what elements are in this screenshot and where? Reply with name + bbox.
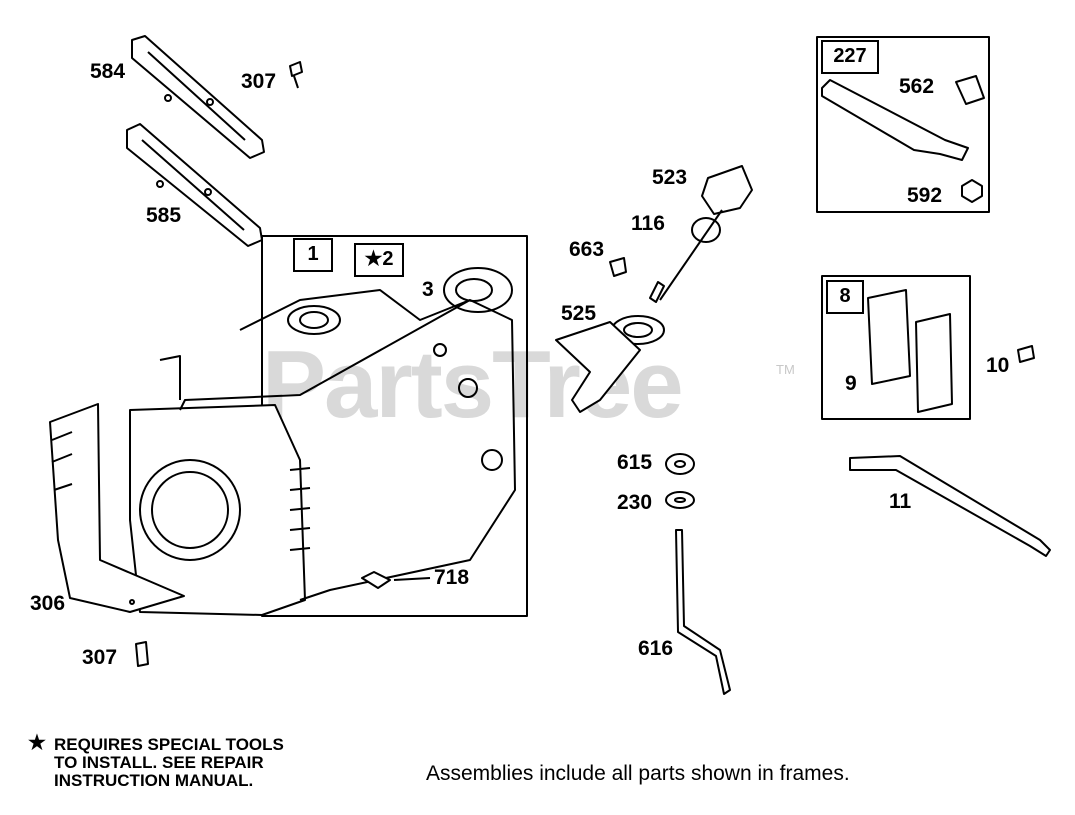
label-307-top: 307 (241, 70, 277, 93)
label-592: 592 (907, 184, 943, 207)
part-116-o-ring (691, 217, 721, 243)
part-307-screw-bottom (135, 641, 149, 667)
label-585: 585 (146, 204, 182, 227)
part-615-grommet (665, 453, 695, 475)
part-718-dowel (361, 571, 431, 589)
star-icon: ★ (28, 732, 46, 754)
label-10: 10 (986, 354, 1010, 377)
part-306-shield (49, 403, 185, 613)
part-227-bracket (821, 79, 969, 161)
special-tools-note: ★ REQUIRES SPECIAL TOOLS TO INSTALL. SEE… (28, 732, 284, 790)
part-663-screw (609, 257, 627, 277)
breather-cover (915, 313, 953, 413)
part-10-screw (1017, 345, 1035, 363)
label-3: 3 (422, 278, 434, 301)
frame-8-label: 8 (826, 280, 864, 314)
frame-227-label: 227 (821, 40, 879, 74)
note-line-2: TO INSTALL. SEE REPAIR (54, 753, 264, 772)
label-9: 9 (845, 372, 857, 395)
label-306: 306 (30, 592, 66, 615)
frame-2-label: ★2 (354, 243, 404, 277)
part-2-valve-seat (287, 305, 341, 335)
label-718: 718 (434, 566, 470, 589)
label-230: 230 (617, 491, 653, 514)
label-584: 584 (90, 60, 126, 83)
part-307-screw-top (289, 61, 303, 89)
part-616-lever (675, 529, 731, 695)
assemblies-caption: Assemblies include all parts shown in fr… (426, 762, 850, 785)
frame-1-label: 1 (293, 238, 333, 272)
label-663: 663 (569, 238, 605, 261)
label-562: 562 (899, 75, 935, 98)
part-9-gasket (867, 289, 911, 385)
part-592-nut (961, 179, 983, 203)
label-307-bottom: 307 (82, 646, 118, 669)
part-525-dipstick-tube (555, 315, 665, 413)
part-230-washer (665, 491, 695, 509)
label-116: 116 (631, 212, 665, 235)
label-615: 615 (617, 451, 653, 474)
part-562-bolt (955, 75, 985, 105)
part-11-tube (849, 455, 1051, 557)
label-525: 525 (561, 302, 597, 325)
watermark-tm: TM (776, 362, 795, 377)
label-523: 523 (652, 166, 688, 189)
label-616: 616 (638, 637, 674, 660)
part-584-gasket-plate (131, 35, 265, 159)
part-523-dipstick-cap (701, 165, 753, 215)
note-line-3: INSTRUCTION MANUAL. (54, 771, 254, 790)
label-11: 11 (889, 490, 912, 513)
note-line-1: REQUIRES SPECIAL TOOLS (54, 735, 284, 754)
